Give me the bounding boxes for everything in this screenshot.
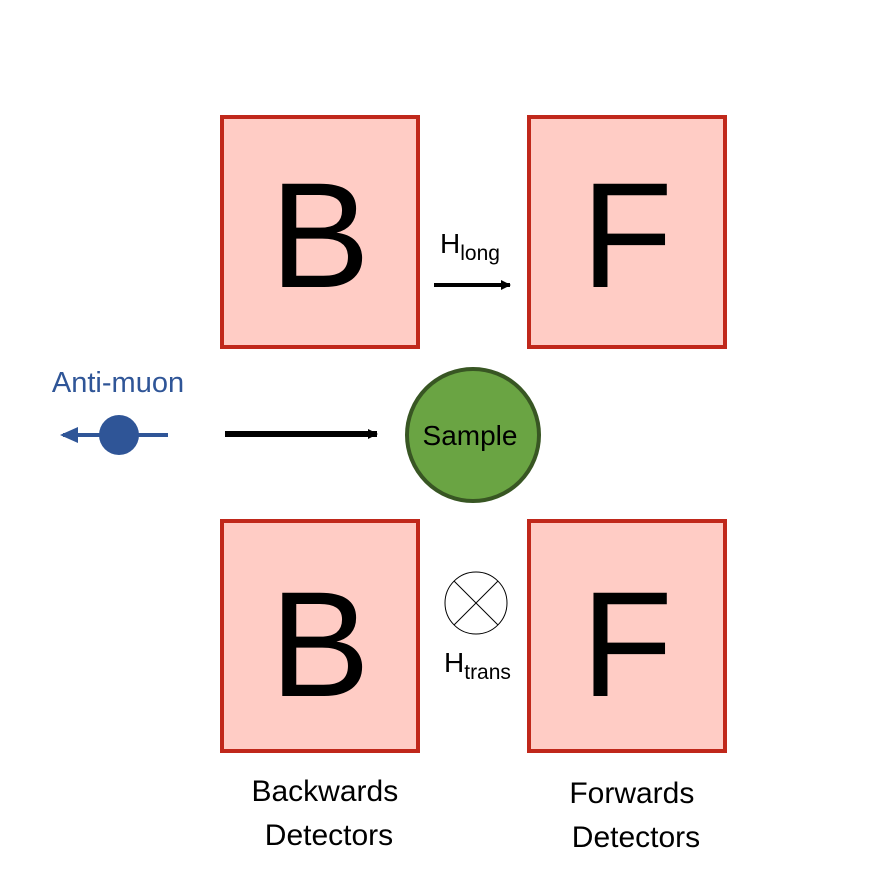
sample-label: Sample (423, 420, 518, 451)
forwards-detectors-caption: Forwards Detectors (569, 777, 702, 854)
detector-bottom-backward: B (220, 519, 420, 753)
detector-bottom-backward-letter: B (270, 560, 370, 728)
detector-top-backward: B (220, 115, 420, 349)
forwards-caption-line2: Detectors (572, 821, 700, 854)
field-into-page-icon (444, 571, 508, 635)
field-longitudinal-symbol: H (440, 228, 460, 259)
sample: Sample (405, 367, 541, 503)
anti-muon-label: Anti-muon (52, 367, 184, 399)
detector-top-forward-letter: F (581, 151, 673, 319)
field-longitudinal-subscript: long (460, 242, 500, 265)
backwards-detectors-caption: Backwards Detectors (251, 775, 406, 852)
field-longitudinal-label: Hlong (440, 228, 500, 265)
detector-bottom-forward-letter: F (581, 560, 673, 728)
anti-muon-spin-icon (60, 415, 168, 455)
field-transverse-symbol: H (444, 647, 464, 678)
detector-top-forward: F (527, 115, 727, 349)
forwards-caption-line1: Forwards (569, 777, 694, 810)
field-transverse-label: Htrans (444, 647, 511, 684)
detector-bottom-forward: F (527, 519, 727, 753)
detector-top-backward-letter: B (270, 151, 370, 319)
field-transverse-subscript: trans (464, 661, 511, 684)
backwards-caption-line1: Backwards (251, 775, 398, 808)
backwards-caption-line2: Detectors (265, 819, 393, 852)
